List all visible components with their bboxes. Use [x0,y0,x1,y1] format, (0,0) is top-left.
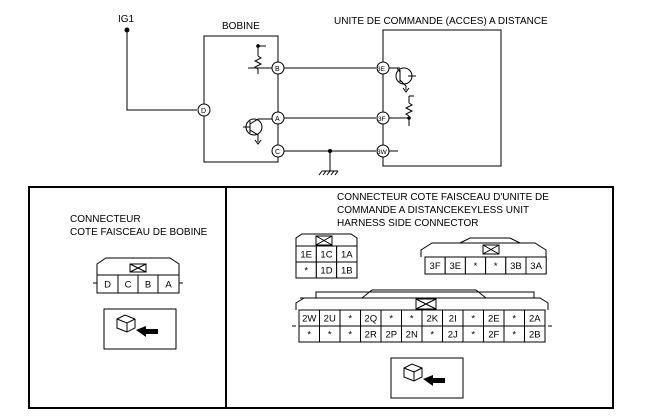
connector-2-pin-label: * [471,314,475,325]
coil-connector-pin-label: B [145,280,151,291]
connector-3-pin-label: 3F [430,261,441,272]
connector-3-pin-label: 3A [530,261,542,272]
connector-1-pin-label: 1C [320,250,332,261]
connector-2-pin-label: * [512,330,516,341]
connector-2-pin-label: 2U [324,314,336,325]
connector-2-pin-label: 2K [426,314,438,325]
connector-3-pin-label: * [494,261,498,272]
connector-1-pin-label: * [304,266,308,277]
connector-2-pin-label: * [328,330,332,341]
unit-pin-3e-label: 3E [377,66,386,73]
coil-connector-pin-label: A [165,280,172,291]
connector-2-pin-label: 2B [529,330,541,341]
coil-connector-pin-label: D [104,280,111,291]
connector-2-pin-label: * [389,314,393,325]
connector-3-pin-label: * [474,261,478,272]
connector-3-pin-label: 3B [510,261,522,272]
coil-pin-b-label: B [275,66,280,73]
connector-1-series: 1E 1C 1A * 1D 1B [295,233,358,279]
right-panel-title-1: CONNECTEUR COTE FAISCEAU D'UNITE DE [337,192,549,203]
left-panel-title-2: COTE FAISCEAU DE BOBINE [70,227,208,238]
connector-2-pin-label: 2N [406,330,418,341]
connector-2-pin-label: 2J [448,330,458,341]
unit-connector-view-icon [390,357,464,399]
connector-3-pin-label: 3E [449,261,461,272]
coil-pin-d [197,103,211,117]
connector-2-pin-label: 2E [488,314,500,325]
connector-2-pin-label: 2F [488,330,499,341]
coil-pin-a-label: A [275,116,280,123]
connector-2-pin-label: * [430,330,434,341]
connector-2-pin-cell [524,325,546,343]
coil-box [203,35,279,163]
connector-2-series: 2W 2U * 2Q * * 2K 2I * 2E * 2A * * * 2R 2P 2N * 2J * 2F * 2B [292,289,552,343]
schematic: IG1 BOBINE D B A C [118,14,548,176]
connector-3-pin-cell [525,256,547,275]
left-panel-title-1: CONNECTEUR [70,214,141,225]
right-panel-title-3: HARNESS SIDE CONNECTOR [337,218,479,229]
connector-2-pin-label: 2I [449,314,457,325]
connector-2-pin-label: 2A [529,314,541,325]
connector-2-pin-label: * [410,314,414,325]
unit-pin-3w-label: 3W [377,149,388,156]
coil-pin-d-label: D [201,108,206,115]
bobine-label: BOBINE [222,21,260,32]
connector-2-pin-label: * [512,314,516,325]
connector-2-pin-label: * [348,330,352,341]
unit-label: UNITE DE COMMANDE (ACCES) A DISTANCE [334,16,548,27]
connector-2-pin-label: * [348,314,352,325]
connector-panel-frame [28,186,614,409]
coil-connector-view-icon [103,308,177,350]
connector-3-series: 3F 3E * * 3B 3A [420,237,547,275]
coil-pin-c-label: C [275,149,280,156]
connector-2-pin-label: 2R [365,330,377,341]
connector-1-pin-label: 1B [341,266,353,277]
connector-1-pin-cell [336,261,358,279]
coil-connector-pin-label: C [125,280,132,291]
ig1-label: IG1 [118,14,135,25]
unit-pin-3f-label: 3F [378,116,386,123]
connector-2-pin-label: 2P [385,330,397,341]
connector-1-pin-label: 1D [320,266,332,277]
connector-2-pin-label: 2W [302,314,316,325]
connector-2-pin-label: 2Q [364,314,377,325]
connector-1-pin-label: 1A [341,250,353,261]
right-panel-title-2: COMMANDE A DISTANCEKEYLESS UNIT [337,205,529,216]
connector-2-pin-label: * [307,330,311,341]
connector-2-pin-label: * [471,330,475,341]
connector-1-pin-label: 1E [300,250,312,261]
coil-connector-pin-cell [157,274,180,294]
unit-box [382,29,502,167]
